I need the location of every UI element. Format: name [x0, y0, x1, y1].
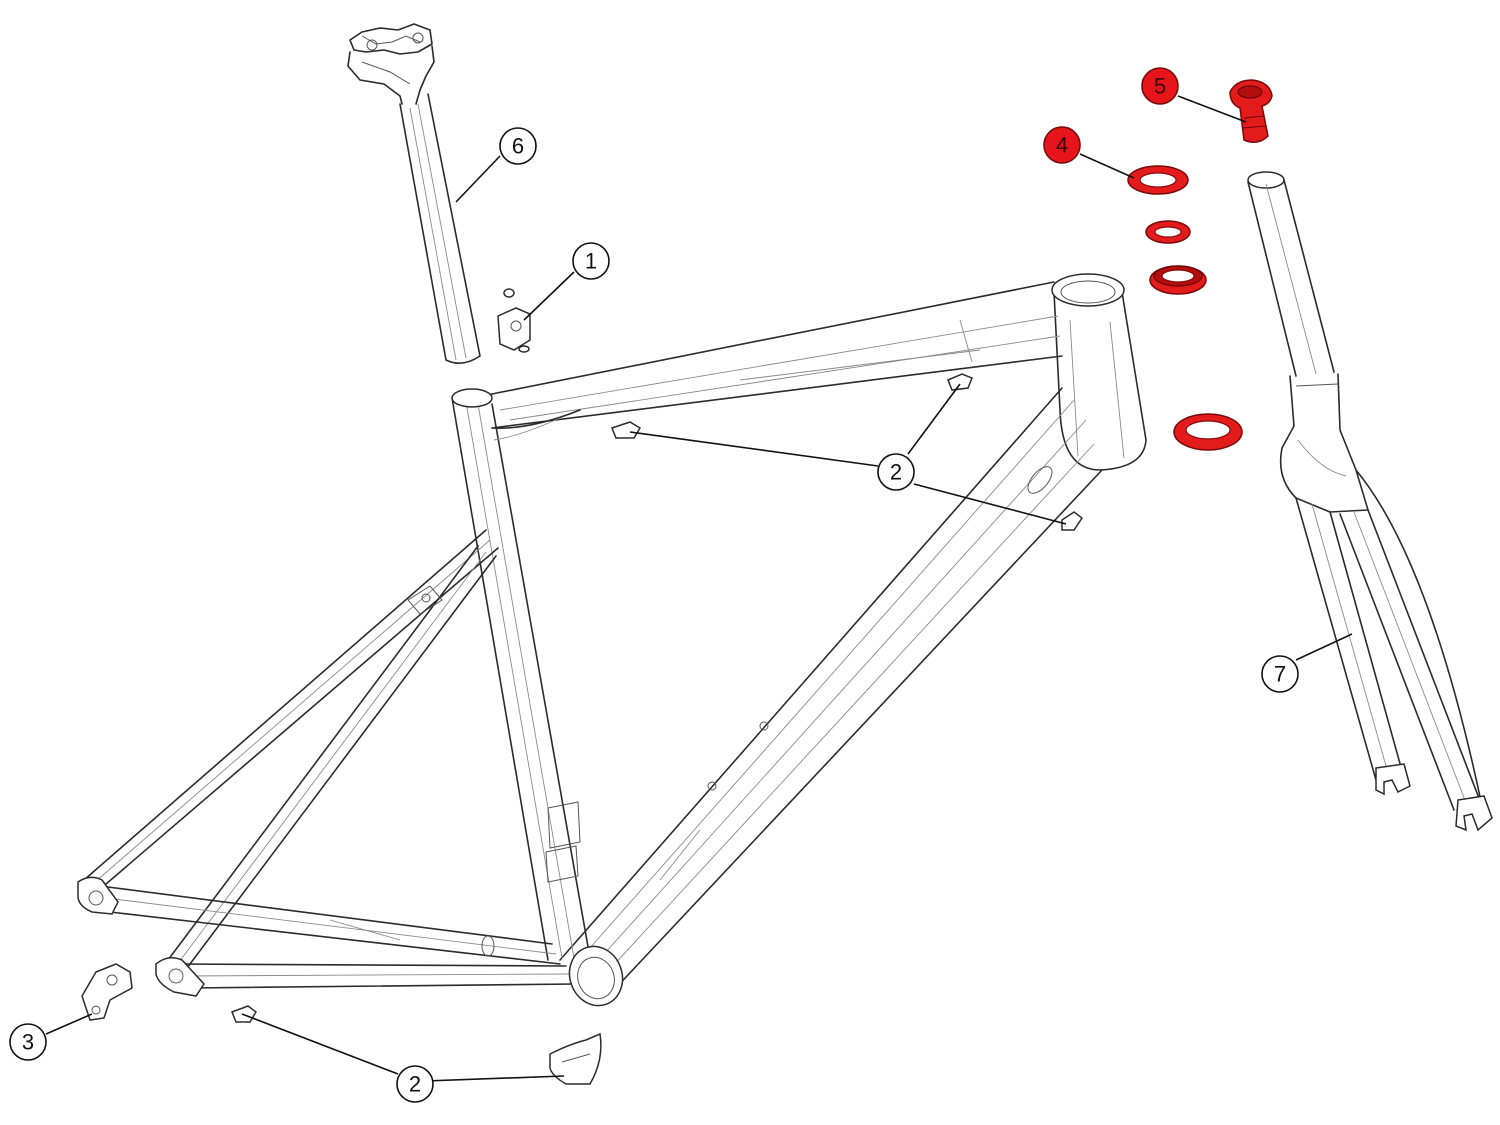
- callout-1: 1: [572, 242, 610, 280]
- callout-5-label: 5: [1154, 74, 1166, 99]
- callout-3-label: 3: [22, 1030, 34, 1055]
- cable-guides: [231, 373, 1084, 1085]
- callout-4: 4: [1043, 126, 1081, 164]
- derailleur-hanger: [81, 963, 133, 1021]
- seatpost: [347, 23, 481, 364]
- callout-4-label: 4: [1056, 133, 1068, 158]
- seat-clamp: [497, 288, 531, 353]
- leader-lines: [45, 95, 1353, 1083]
- fork: [1247, 171, 1493, 832]
- callout-6: 6: [499, 127, 537, 165]
- callout-1-label: 1: [585, 249, 597, 274]
- headset-parts-highlighted: [1127, 79, 1273, 451]
- callout-2-top-label: 2: [890, 460, 902, 485]
- callout-5: 5: [1141, 67, 1179, 105]
- frame: [77, 273, 1147, 1007]
- callout-7-label: 7: [1274, 662, 1286, 687]
- callout-7: 7: [1261, 655, 1299, 693]
- callout-6-label: 6: [512, 134, 524, 159]
- callout-3: 3: [9, 1023, 47, 1061]
- callout-2-bottom-label: 2: [409, 1072, 421, 1097]
- callout-2-bottom: 2: [396, 1065, 434, 1103]
- callout-2-top: 2: [877, 453, 915, 491]
